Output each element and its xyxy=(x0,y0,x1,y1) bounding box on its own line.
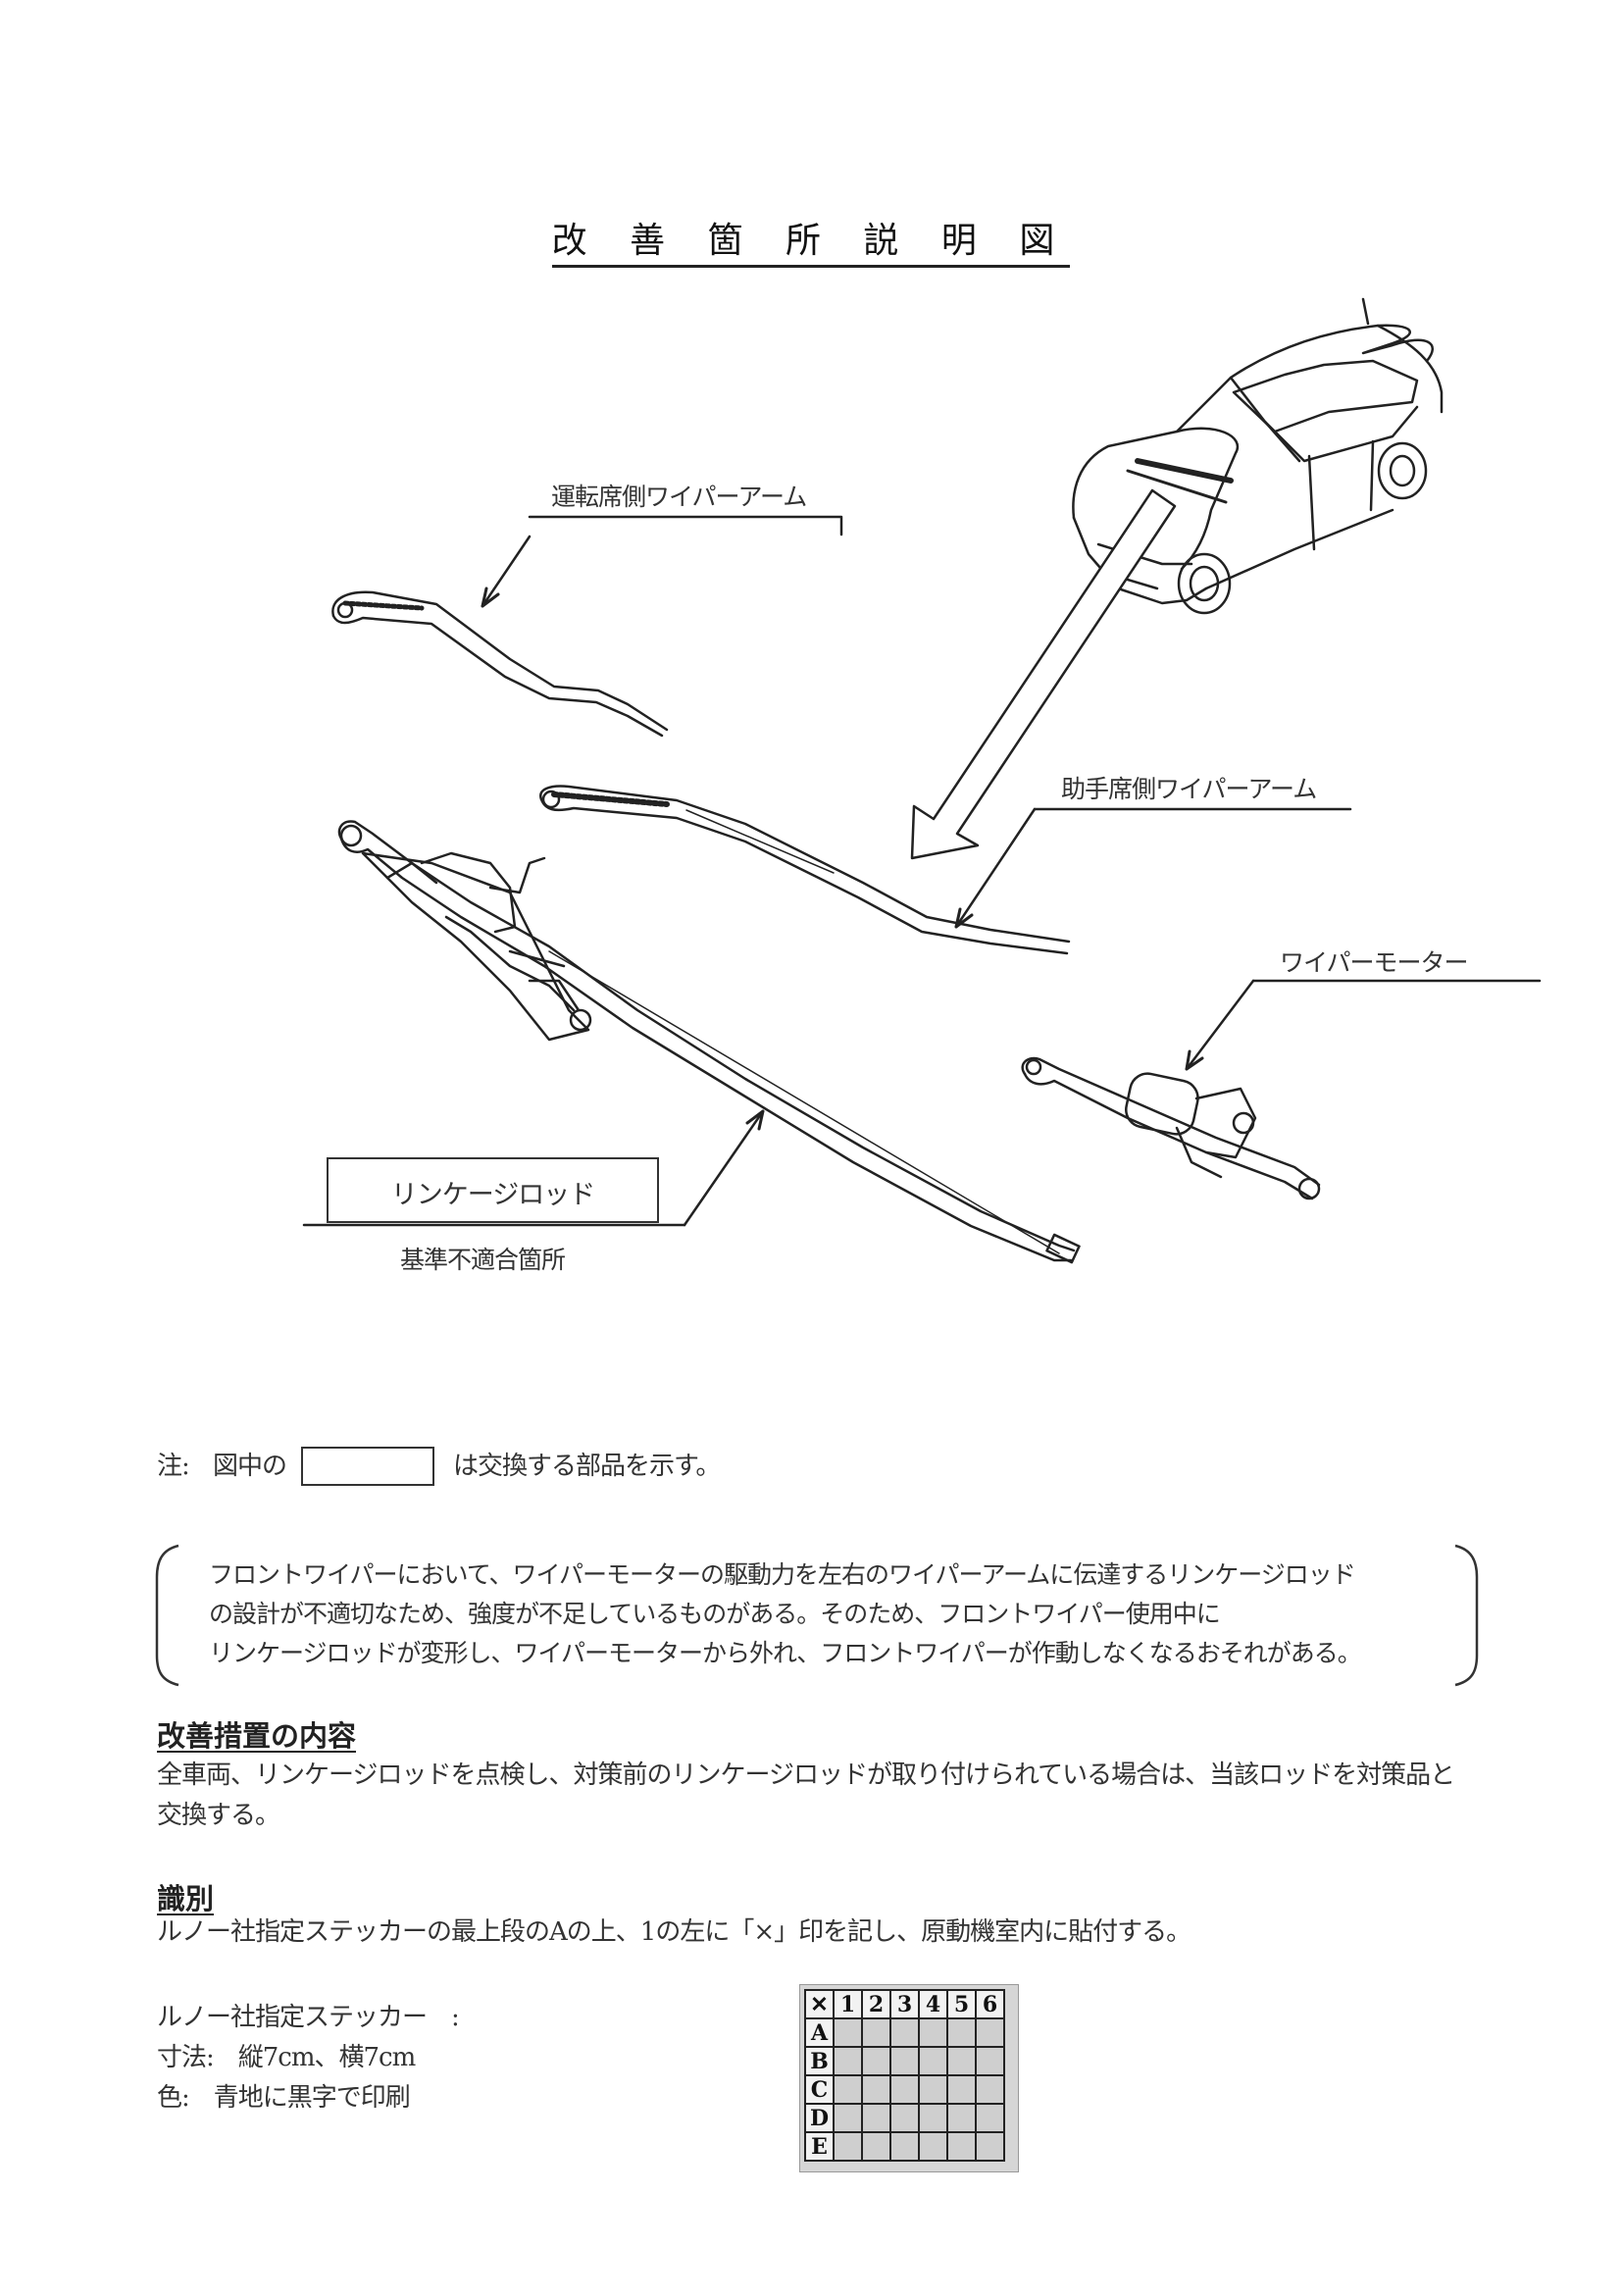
parts-illustration xyxy=(302,297,1542,1264)
sticker-col-header: 3 xyxy=(889,1989,920,2019)
sticker-row-header: C xyxy=(804,2074,835,2105)
big-arrow xyxy=(910,488,1177,860)
renault-sticker: ✕ 1 2 3 4 5 6 A B C D E xyxy=(799,1984,1019,2172)
sticker-col-header: 4 xyxy=(918,1989,948,2019)
passenger-arm-label: 助手席側ワイパーアーム xyxy=(1061,775,1317,803)
sticker-col-header: 2 xyxy=(861,1989,891,2019)
driver-arm-label: 運転席側ワイパーアーム xyxy=(551,483,807,511)
page-title: 改 善 箇 所 説 明 図 xyxy=(0,212,1622,268)
sticker-row-header: B xyxy=(804,2046,835,2076)
defect-line-2: の設計が不適切なため、強度が不足しているものがある。そのため、フロントワイパー使… xyxy=(209,1600,1221,1628)
driver-wiper-arm-drawing xyxy=(331,590,669,738)
sticker-col-header: 5 xyxy=(946,1989,977,2019)
wiper-motor-drawing xyxy=(1021,1056,1321,1200)
sticker-row-header: E xyxy=(804,2131,835,2162)
note-legend-box xyxy=(301,1447,434,1486)
identification-heading: 識別 xyxy=(157,1882,215,1915)
sticker-grid: ✕ 1 2 3 4 5 6 A B C D E xyxy=(804,1989,1005,2162)
nonconforming-label: 基準不適合箇所 xyxy=(400,1246,566,1274)
identification-line-1: ルノー社指定ステッカーの最上段のAの上、1の左に「×」印を記し、原動機室内に貼付… xyxy=(157,1917,1191,1947)
driver-arm-pointer xyxy=(481,535,532,608)
sticker-spec-line: ルノー社指定ステッカー : xyxy=(157,2003,460,2032)
rod-label: リンケージロッド xyxy=(390,1180,595,1210)
sticker-corner-mark: ✕ xyxy=(804,1989,835,2019)
note-prefix: 注: xyxy=(157,1452,190,1481)
sticker-col-header: 6 xyxy=(975,1989,1005,2019)
defect-line-1: フロントワイパーにおいて、ワイパーモーターの駆動力を左右のワイパーアームに伝達す… xyxy=(209,1560,1356,1589)
rod-pointer xyxy=(683,1109,765,1227)
measures-heading: 改善措置の内容 xyxy=(157,1719,357,1753)
replacement-part-box xyxy=(327,1157,659,1223)
note-suffix: は交換する部品を示す。 xyxy=(453,1452,721,1481)
passenger-arm-pointer xyxy=(954,807,1037,929)
motor-label: ワイパーモーター xyxy=(1280,948,1469,977)
sticker-col-header: 1 xyxy=(833,1989,863,2019)
sticker-row-header: A xyxy=(804,2017,835,2048)
sticker-color-line: 色: 青地に黒字で印刷 xyxy=(157,2083,411,2113)
measures-line-1: 全車両、リンケージロッドを点検し、対策前のリンケージロッドが取り付けられている場… xyxy=(157,1760,1455,1790)
sticker-size-line: 寸法: 縦7cm、横7cm xyxy=(157,2043,416,2072)
sticker-row-header: D xyxy=(804,2103,835,2133)
linkage-rod-drawing xyxy=(337,820,1081,1264)
note-middle: 図中の xyxy=(213,1452,287,1481)
motor-pointer xyxy=(1185,979,1255,1071)
defect-line-3: リンケージロッドが変形し、ワイパーモーターから外れ、フロントワイパーが作動しなく… xyxy=(209,1639,1362,1667)
passenger-wiper-arm-drawing xyxy=(539,785,1071,955)
measures-line-2: 交換する。 xyxy=(157,1801,280,1830)
